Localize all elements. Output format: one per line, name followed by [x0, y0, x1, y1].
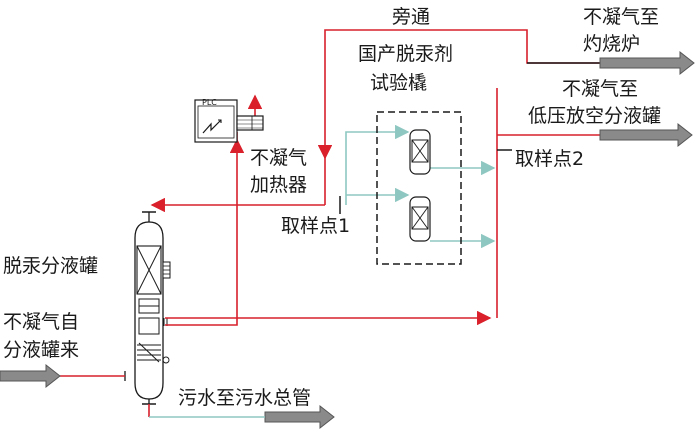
label-to-furnace-1: 不凝气至 — [583, 6, 659, 28]
arrow-inlet — [0, 363, 61, 389]
separator-vessel — [124, 211, 171, 405]
grey-flow-arrows — [0, 50, 695, 430]
label-from-tank-1: 不凝气自 — [3, 311, 79, 333]
label-test-skid-2: 试验橇 — [370, 72, 427, 94]
arrow-to-sewage — [264, 404, 335, 430]
test-skid-boundary — [376, 111, 462, 265]
adsorber-1 — [409, 129, 431, 175]
label-from-tank-2: 分液罐来 — [3, 339, 79, 361]
label-to-lowpressure-2: 低压放空分液罐 — [528, 105, 661, 127]
label-test-skid-1: 国产脱汞剂 — [358, 43, 453, 65]
label-sample-point-2: 取样点2 — [515, 148, 584, 170]
diagram-labels: 旁通 不凝气至 灼烧炉 国产脱汞剂 试验橇 不凝气至 低压放空分液罐 不凝气 加… — [3, 6, 661, 409]
teal-sampling-lines — [345, 124, 496, 249]
arrow-to-furnace — [599, 50, 695, 76]
label-bypass: 旁通 — [392, 6, 430, 28]
black-process-lines — [339, 62, 600, 214]
label-separator: 脱汞分液罐 — [3, 255, 98, 277]
label-to-lowpressure-1: 不凝气至 — [562, 78, 638, 100]
label-to-furnace-2: 灼烧炉 — [583, 33, 640, 55]
line-separator-to-heater — [165, 132, 238, 326]
plc-label: PLC — [202, 98, 217, 107]
label-heater-2: 加热器 — [250, 174, 307, 196]
label-sample-point-1: 取样点1 — [281, 215, 350, 237]
label-to-sewage: 污水至污水总管 — [178, 387, 311, 409]
arrow-to-lowpressure — [599, 122, 693, 148]
adsorber-2 — [409, 196, 431, 242]
label-heater-1: 不凝气 — [250, 147, 307, 169]
heater-with-plc: PLC — [194, 98, 264, 143]
